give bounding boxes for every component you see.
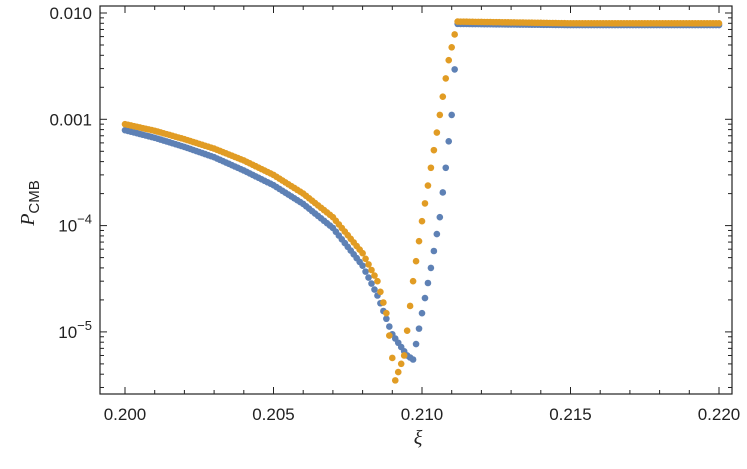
x-tick-label: 0.200 — [104, 405, 147, 424]
x-axis-ticks: 0.200 0.205 0.210 0.215 0.220 — [104, 6, 741, 424]
x-axis-label: ξ — [414, 427, 423, 449]
y-tick-label: 0.010 — [49, 4, 92, 23]
y-tick-label: 0.001 — [49, 110, 92, 129]
y-tick-label: 10−4 — [58, 212, 92, 236]
y-axis-ticks: 0.010 0.001 10−4 10−5 — [49, 4, 732, 388]
y-axis-label: PCMB — [17, 180, 43, 227]
x-tick-label: 0.220 — [698, 405, 741, 424]
y-tick-label: 10−5 — [58, 318, 92, 342]
x-tick-label: 0.215 — [549, 405, 592, 424]
series-blue-points — [121, 20, 723, 363]
x-tick-label: 0.205 — [252, 405, 295, 424]
series-orange-points — [121, 18, 723, 384]
plot-frame — [99, 5, 733, 395]
svg-text:PCMB: PCMB — [17, 180, 43, 227]
x-tick-label: 0.210 — [401, 405, 444, 424]
